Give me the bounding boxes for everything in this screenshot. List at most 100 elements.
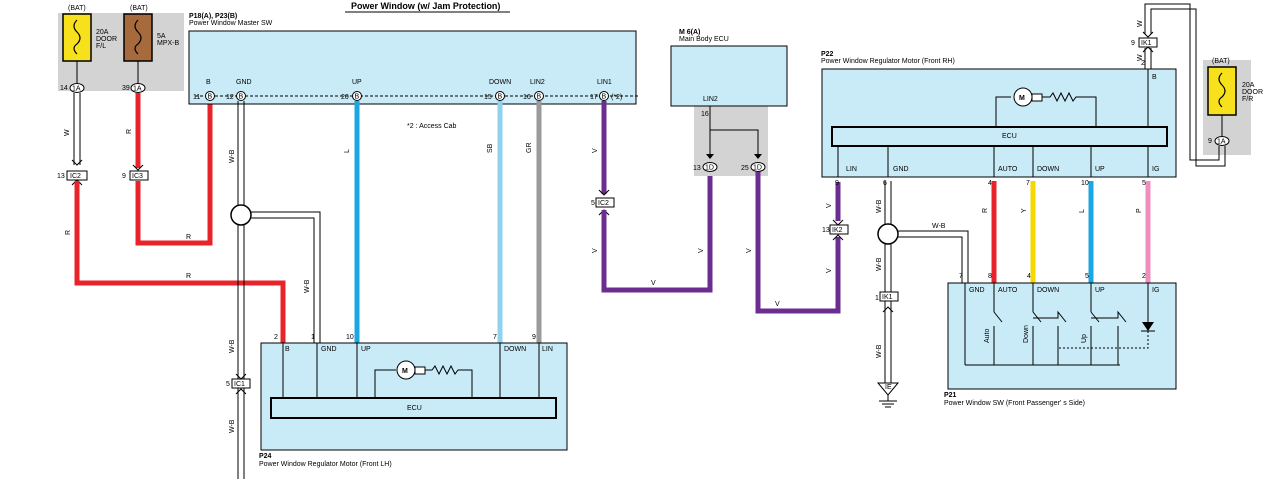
master-pin-up: UP 20 B [341, 79, 362, 101]
wire-label-v3: V [651, 280, 656, 287]
svg-text:(*2): (*2) [611, 94, 622, 101]
wire-label-wb7: W-B [876, 257, 883, 271]
svg-text:B: B [206, 79, 211, 86]
wire-label-w2: W [1137, 20, 1144, 27]
rh-pin-auto: AUTO 4 [988, 146, 1018, 187]
main-ecu-id: M 6(A) [679, 29, 700, 36]
svg-text:2: 2 [274, 334, 278, 341]
front-lh-box [260, 342, 568, 451]
master-pin-lin1: LIN1 17 B (*2) [590, 79, 622, 101]
ps-switch-up: Up [1081, 334, 1088, 343]
wire-label-wb5: W-B [876, 199, 883, 213]
front-rh-id: P22 [821, 51, 834, 58]
lh-pin-b: B 2 [274, 334, 290, 398]
access-cab-note: *2 : Access Cab [407, 123, 457, 130]
wire-label-wb4: W-B [229, 419, 236, 433]
ik1-connector [879, 291, 899, 302]
svg-text:GND: GND [321, 346, 337, 353]
front-lh-id: P24 [259, 453, 272, 460]
ik1-conn: IK1 [882, 294, 893, 301]
wire-label-r3: R [65, 230, 72, 235]
ik1-num: 1 [875, 295, 879, 302]
fuse2-label-1: MPX-B [157, 40, 180, 47]
svg-text:12: 12 [226, 94, 234, 101]
fuse3-label-1: DOOR [1242, 89, 1263, 96]
wire-label-r1: R [126, 129, 133, 134]
main-ecu-pin25: 25 [741, 165, 749, 172]
rh-pin-ig: IG 5 [1142, 146, 1159, 187]
fuse3-bat-label: (BAT) [1212, 58, 1230, 65]
svg-text:B: B [602, 94, 607, 101]
wire-label-l2: L [1079, 209, 1086, 213]
rh-pin-down: DOWN 7 [1026, 146, 1059, 187]
ic1-conn: IC1 [234, 381, 245, 388]
main-ecu-pin13: 13 [693, 165, 701, 172]
ic2-left-num: 13 [57, 173, 65, 180]
wire-label-gr: GR [526, 143, 533, 154]
wire-label-wb8: W-B [876, 344, 883, 358]
wire-label-v6: V [775, 301, 780, 308]
splice-right [877, 223, 899, 245]
wire-label-sb: SB [487, 143, 494, 153]
svg-text:B: B [1152, 74, 1157, 81]
main-ecu-name: Main Body ECU [679, 36, 729, 43]
main-ecu-pin25-conn: 1D [753, 165, 762, 172]
ps-pin-down: DOWN 4 [1027, 273, 1059, 294]
front-rh-ecu [831, 126, 1168, 147]
fuse3-conn: 1A [1217, 139, 1226, 146]
svg-text:UP: UP [352, 79, 362, 86]
svg-text:UP: UP [361, 346, 371, 353]
lh-pin-down: DOWN 7 [493, 334, 526, 398]
main-ecu-lin: LIN2 [703, 96, 718, 103]
wire-label-wb1: W-B [229, 149, 236, 163]
svg-text:LIN1: LIN1 [597, 79, 612, 86]
passenger-sw-name: Power Window SW (Front Passenger' s Side… [944, 400, 1085, 407]
master-sw-name: Power Window Master SW [189, 20, 273, 27]
svg-text:10: 10 [1081, 180, 1089, 187]
ik2-conn: IK2 [832, 227, 843, 234]
main-ecu-box [670, 45, 788, 107]
svg-text:AUTO: AUTO [998, 287, 1018, 294]
fuse1-pin: 14 [60, 85, 68, 92]
wire-label-v4: V [698, 248, 705, 253]
svg-text:B: B [355, 94, 360, 101]
ps-pin-auto: AUTO 8 [988, 273, 1018, 294]
svg-text:DOWN: DOWN [489, 79, 511, 86]
svg-text:GND: GND [236, 79, 252, 86]
svg-text:1: 1 [311, 334, 315, 341]
wire-label-v5: V [746, 248, 753, 253]
ik1-top-num: 9 [1131, 40, 1135, 47]
fuse1-conn: 1A [72, 86, 81, 93]
svg-text:DOWN: DOWN [504, 346, 526, 353]
svg-text:B: B [285, 346, 290, 353]
wire-label-r5: R [982, 208, 989, 213]
fuse3-label-0: 20A [1242, 82, 1255, 89]
svg-text:15: 15 [484, 94, 492, 101]
fuse3-icon [1207, 66, 1237, 116]
svg-text:GND: GND [969, 287, 985, 294]
front-rh-ecu-label: ECU [1002, 133, 1017, 140]
wire-label-y: Y [1021, 208, 1028, 213]
svg-text:AUTO: AUTO [998, 166, 1018, 173]
svg-text:B: B [498, 94, 503, 101]
svg-text:IG: IG [1152, 287, 1159, 294]
wire-label-wb6: W-B [932, 223, 946, 230]
fuse2-bat-label: (BAT) [130, 5, 148, 12]
wire-label-r2: R [186, 234, 191, 241]
master-sw-id: P18(A), P23(B) [189, 13, 237, 20]
ic2-mid-conn: IC2 [598, 200, 609, 207]
svg-text:5: 5 [1085, 273, 1089, 280]
lh-pin-lin: LIN 9 [532, 334, 553, 398]
lh-pin-gnd: GND 1 [311, 334, 337, 398]
svg-text:B: B [537, 94, 542, 101]
rh-pin-lin: LIN 9 [835, 146, 857, 187]
front-lh-name: Power Window Regulator Motor (Front LH) [259, 461, 392, 468]
svg-text:16: 16 [523, 94, 531, 101]
svg-text:IG: IG [1152, 166, 1159, 173]
wire-label-wb3: W-B [229, 339, 236, 353]
wire-label-wb2: W-B [304, 279, 311, 293]
svg-text:20: 20 [341, 94, 349, 101]
svg-text:M: M [1019, 95, 1025, 102]
svg-text:7: 7 [1026, 180, 1030, 187]
